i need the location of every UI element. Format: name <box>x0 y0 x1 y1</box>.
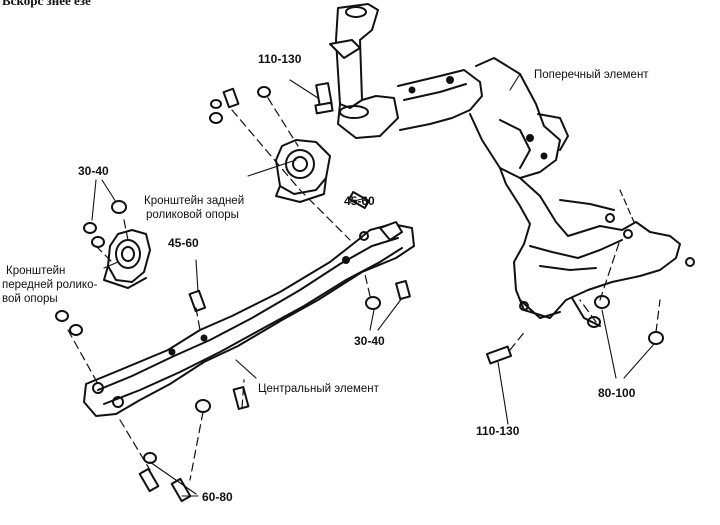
torque-label-30-40-right: 30-40 <box>354 334 385 348</box>
front-bracket-label-line1: Кронштейн <box>6 265 66 277</box>
central-member-drawing <box>83 221 415 417</box>
fasteners-drawing <box>55 82 664 503</box>
torque-label-80-100: 80-100 <box>598 386 636 400</box>
torque-label-45-60-right: 45-60 <box>344 194 375 208</box>
cross-member-label: Поперечный элемент <box>534 69 649 81</box>
cross-member-drawing <box>329 3 695 327</box>
front-bracket-label-line2: передней ролико- <box>2 279 98 291</box>
leader-lines <box>91 73 655 497</box>
assembly-lines <box>67 97 661 481</box>
header-fragment: Вскорс знее езе <box>2 0 91 8</box>
torque-label-110-130-bottom: 110-130 <box>476 424 520 438</box>
torque-label-60-80: 60-80 <box>202 490 233 504</box>
front-bracket-label-line3: вой опоры <box>2 293 58 305</box>
torque-label-45-60-left: 45-60 <box>168 236 199 250</box>
rear-bracket-label-line1: Кронштейн задней <box>144 195 245 207</box>
torque-label-110-130-top: 110-130 <box>258 52 302 66</box>
central-member-label: Центральный элемент <box>258 383 379 395</box>
rear-bracket-label-line2: роликовой опоры <box>146 209 239 221</box>
rear-roller-mount-drawing <box>275 139 331 203</box>
front-roller-mount-drawing <box>103 229 151 289</box>
torque-label-30-40-left: 30-40 <box>78 164 109 178</box>
